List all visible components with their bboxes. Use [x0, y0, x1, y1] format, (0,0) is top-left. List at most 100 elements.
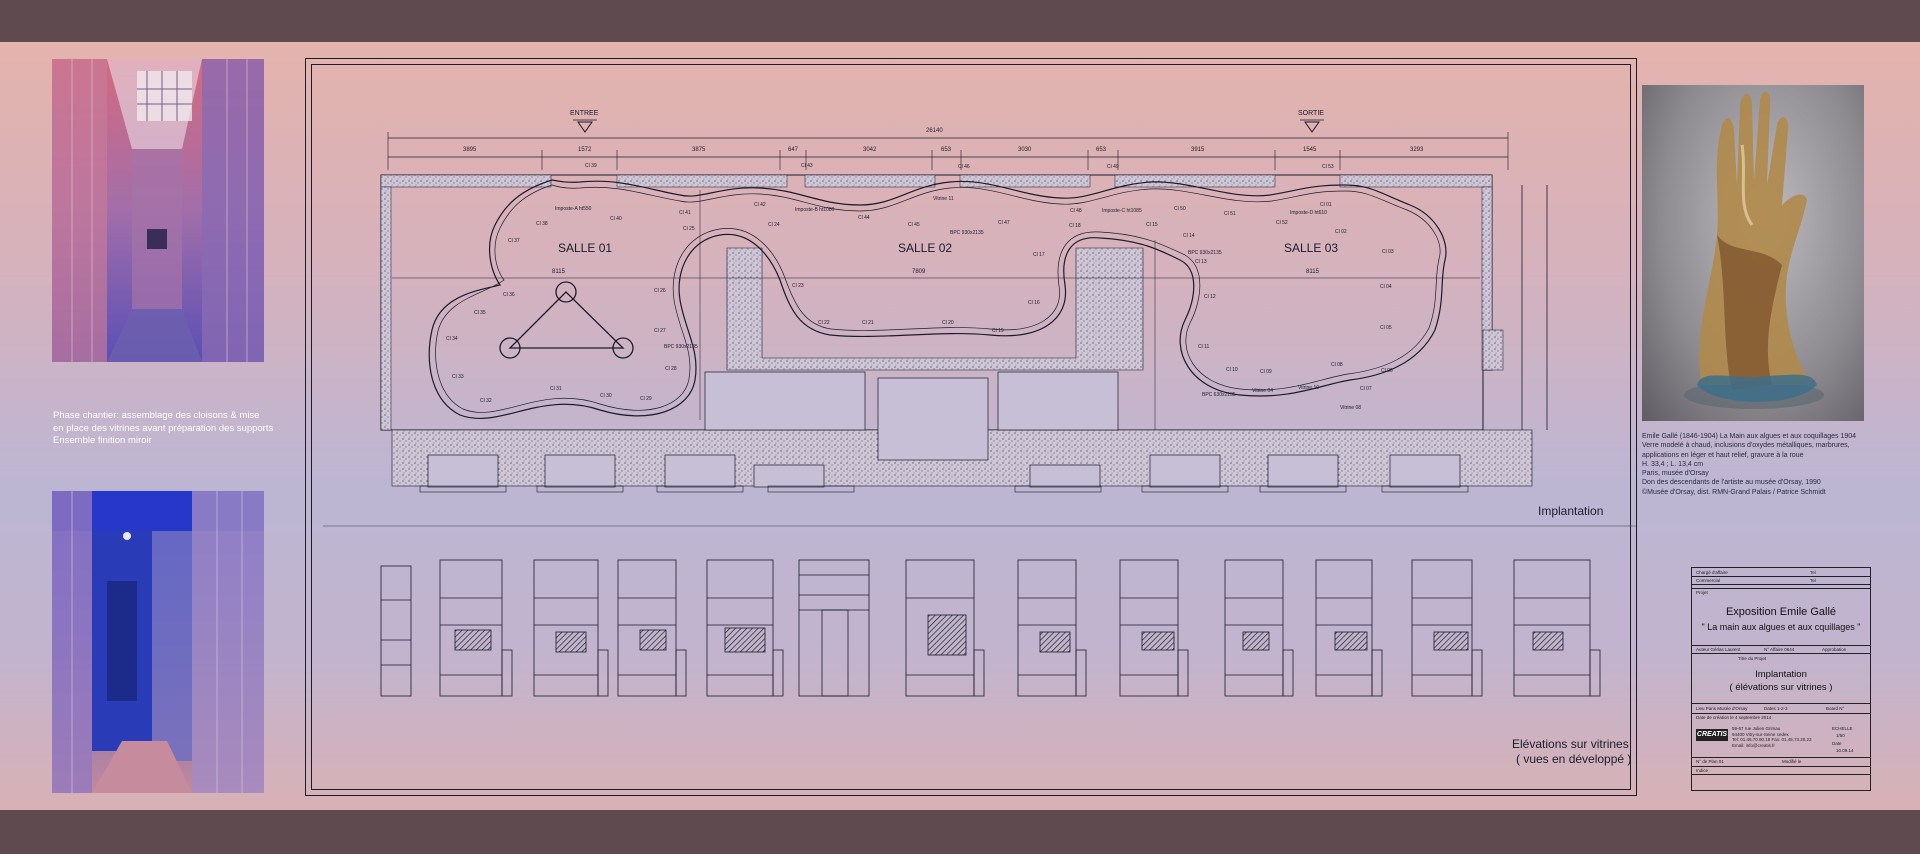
tb-lieu: Lieu Paris Musée d'Orsay	[1696, 706, 1748, 711]
tb-tel1: Tel	[1810, 570, 1816, 575]
dim-7: 3030	[1018, 147, 1032, 153]
ci-label-35: Cl 35	[474, 310, 486, 316]
dim-1: 3895	[463, 147, 477, 153]
tb-date-value: 10.09.14	[1836, 748, 1854, 753]
dim-5: 3042	[863, 147, 877, 153]
bpc-label-2: BPC 930x2135	[1188, 250, 1222, 256]
ci-label-27: Cl 27	[654, 328, 666, 334]
ci-label-37: Cl 37	[508, 238, 520, 244]
elevations-title: Elévations sur vitrines	[1512, 737, 1629, 751]
dim-11: 3293	[1410, 147, 1424, 153]
tb-dates: Dates 1-2-3	[1764, 706, 1788, 711]
title-block: Chargé d'affaire Tel Commercial Tel Proj…	[1691, 567, 1871, 791]
ci-label-17: Cl 17	[1033, 252, 1045, 258]
ci-label-05: Cl 05	[1380, 325, 1392, 331]
tb-drawing-title: Implantation	[1755, 669, 1807, 680]
top-band	[0, 0, 1920, 42]
salle-01-label: SALLE 01	[558, 241, 613, 255]
ci-label-16: Cl 16	[1028, 300, 1040, 306]
imposte-b-label: Imposte-B ht1080	[795, 207, 835, 213]
ci-label-14: Cl 14	[1183, 233, 1195, 239]
salle-03-label: SALLE 03	[1284, 241, 1339, 255]
ci-label-53: Cl 53	[1322, 164, 1334, 170]
tb-indice: Indice	[1696, 768, 1709, 773]
ci-label-22: Cl 22	[818, 320, 830, 326]
imposte-c-label: Imposte-C ht1085	[1102, 208, 1142, 214]
dim-4: 647	[788, 147, 799, 153]
ci-label-06: Cl 06	[1381, 368, 1393, 374]
tb-echelle: ECHELLE	[1832, 726, 1853, 731]
vitrine-09-label: Vitrine 10	[1298, 385, 1320, 391]
plan-frame-inner	[311, 64, 1631, 790]
sculpture-credit: Emile Gallé (1846-1904) La Main aux algu…	[1642, 433, 1857, 496]
ci-label-25: Cl 25	[683, 226, 695, 232]
ci-label-36: Cl 36	[503, 292, 515, 298]
tb-drawing-subtitle: ( élévations sur vitrines )	[1729, 682, 1833, 693]
room-dim-3: 8115	[1306, 269, 1319, 275]
ci-label-38: Cl 38	[536, 221, 548, 227]
tb-address: 59-67 rue Julien Grimau 94400 Vitry-sur-…	[1732, 726, 1812, 748]
ci-label-29: Cl 29	[640, 396, 652, 402]
ci-label-34: Cl 34	[446, 336, 458, 342]
tb-commercial: Commercial	[1696, 578, 1721, 583]
ci-label-23: Cl 23	[792, 283, 804, 289]
vitrine-04-label: Vitrine 04	[1252, 388, 1274, 394]
ci-label-01: Cl 01	[1320, 202, 1332, 208]
vitrine-label: Vitrine 08	[1340, 405, 1362, 411]
tb-project-subtitle: " La main aux algues et aux cquillages "	[1701, 622, 1861, 632]
dim-10: 1545	[1303, 147, 1317, 153]
ci-label-39: Cl 39	[585, 163, 597, 169]
ci-label-46: Cl 46	[958, 164, 970, 170]
ci-label-26: Cl 26	[654, 288, 666, 294]
tb-board: Board N°	[1826, 706, 1845, 711]
sculpture-photo	[1642, 85, 1864, 421]
tb-approbation: Approbation	[1822, 647, 1847, 652]
dim-9: 3915	[1191, 147, 1205, 153]
ci-label-31: Cl 31	[550, 386, 562, 392]
tb-plan-no: N° de Plan 01	[1696, 759, 1724, 764]
dim-8: 653	[1096, 147, 1107, 153]
ci-label-12: Cl 12	[1204, 294, 1216, 300]
ci-label-40: Cl 40	[610, 216, 622, 222]
ci-label-02: Cl 02	[1335, 229, 1347, 235]
tb-modifie: Modifié le	[1782, 759, 1802, 764]
ci-label-04: Cl 04	[1380, 284, 1392, 290]
ci-label-28: Cl 28	[665, 366, 677, 372]
ci-label-30: Cl 30	[600, 393, 612, 399]
tb-charge: Chargé d'affaire	[1696, 570, 1728, 575]
tb-projet: Projet	[1696, 590, 1708, 595]
vitrine-10-label: BPC 630x2135	[1202, 392, 1236, 398]
ci-label-08: Cl 08	[1331, 362, 1343, 368]
tb-affaire: N° Affaire 0644	[1764, 647, 1795, 652]
ci-label-41: Cl 41	[679, 210, 691, 216]
bottom-band	[0, 810, 1920, 854]
ci-label-33: Cl 33	[452, 374, 464, 380]
vitrine-11-label: Vitrine 11	[933, 196, 954, 202]
ci-label-10: Cl 10	[1226, 367, 1238, 373]
ci-label-48: Cl 48	[1070, 208, 1082, 214]
ci-label-24: Cl 24	[768, 222, 780, 228]
ci-label-11: Cl 11	[1198, 344, 1210, 350]
tb-tel2: Tel	[1810, 578, 1816, 583]
phase-caption: Phase chantier: assemblage des cloisons …	[53, 410, 274, 446]
ci-label-47: Cl 47	[998, 220, 1010, 226]
ci-label-18: Cl 18	[1069, 223, 1081, 229]
ci-label-52: Cl 52	[1276, 220, 1288, 226]
bpc-label-4: BPC 930x2135	[664, 344, 698, 350]
creatis-logo: CREATIS	[1696, 729, 1728, 741]
plan-frame-outer	[305, 58, 1637, 796]
salle-02-label: SALLE 02	[898, 241, 953, 255]
dim-2: 1572	[578, 147, 592, 153]
ci-label-09: Cl 09	[1260, 369, 1272, 375]
room-dim-2: 7809	[912, 269, 926, 275]
tb-date-edit: Date de création le 4 septembre 2014	[1696, 715, 1772, 720]
construction-photo-2	[52, 491, 264, 793]
imposte-d-label: Imposte-D ht610	[1290, 210, 1327, 216]
ci-label-32: Cl 32	[480, 398, 492, 404]
ci-label-13: Cl 13	[1195, 259, 1207, 265]
dim-6: 653	[941, 147, 952, 153]
ci-label-50: Cl 50	[1174, 206, 1186, 212]
ci-label-49: Cl 49	[1107, 164, 1119, 170]
ci-label-51: Cl 51	[1224, 211, 1236, 217]
